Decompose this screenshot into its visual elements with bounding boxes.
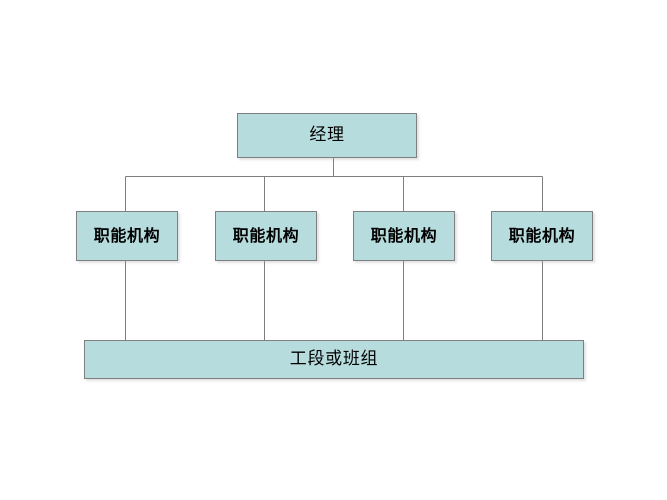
node-manager-label: 经理 [309,125,345,146]
node-functional-3-label: 职能机构 [370,226,438,246]
node-functional-4[interactable]: 职能机构 [491,211,593,261]
node-manager[interactable]: 经理 [237,113,417,158]
node-functional-1[interactable]: 职能机构 [76,211,178,261]
node-functional-2[interactable]: 职能机构 [215,211,317,261]
node-functional-1-label: 职能机构 [93,226,161,246]
node-functional-2-label: 职能机构 [232,226,300,246]
node-functional-3[interactable]: 职能机构 [353,211,455,261]
node-functional-4-label: 职能机构 [508,226,576,246]
node-workteam-label: 工段或班组 [289,349,379,370]
node-workteam[interactable]: 工段或班组 [84,340,584,379]
